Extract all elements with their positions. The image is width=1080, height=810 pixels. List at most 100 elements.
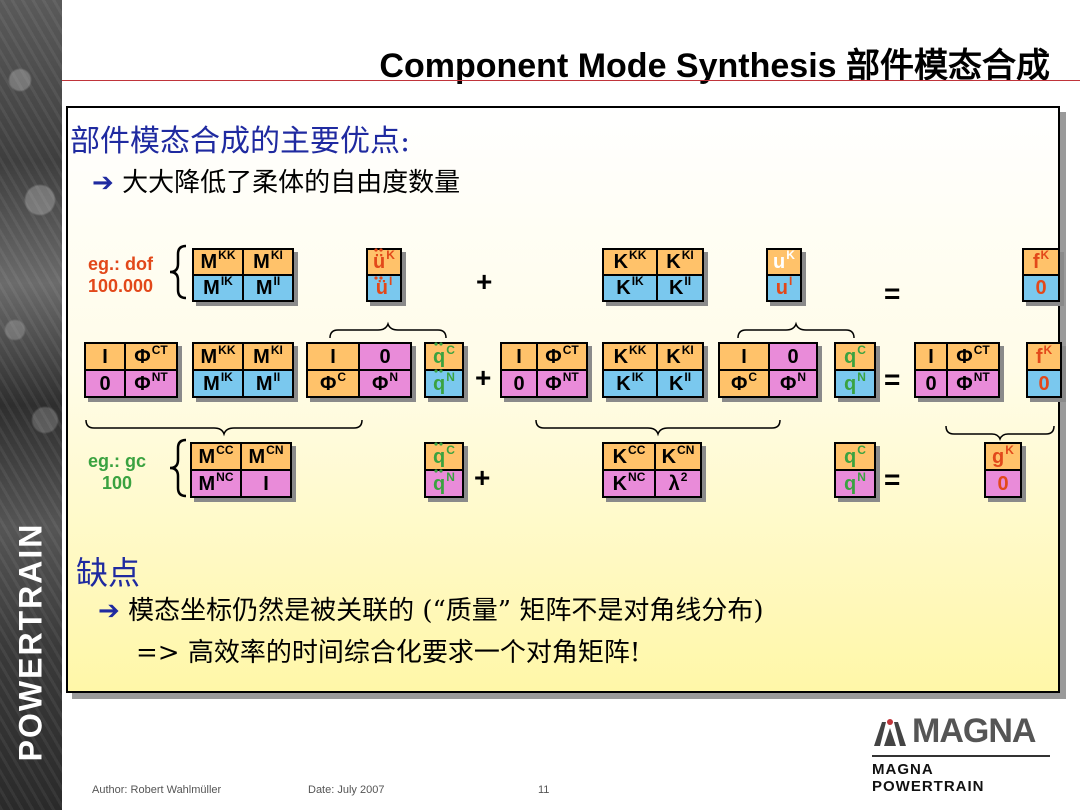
disadvantage-bullet: ➔ 模态坐标仍然是被关联的 (“质量” 矩阵不是对角线分布) (98, 590, 763, 627)
logo-divider (872, 755, 1050, 757)
equals-sign: = (884, 364, 901, 395)
disadvantage-conclusion: => 高效率的时间综合化要求一个对角矩阵! (136, 638, 641, 668)
logo-main-text: MAGNA (912, 712, 1036, 750)
matrix-cell: 0 (359, 343, 411, 370)
row3-label: eg.: gc 100 (88, 450, 146, 494)
plus-sign: + (475, 362, 492, 393)
footer-page-number: 11 (538, 784, 550, 796)
vector-cell: 0 (985, 470, 1021, 497)
matrix-cell: I (501, 343, 537, 370)
matrix-cell: 0 (769, 343, 817, 370)
content-panel (66, 106, 1060, 693)
arrow-icon: ➔ (92, 168, 114, 198)
footer-date: Date: July 2007 (308, 784, 385, 796)
magna-emblem-icon (874, 718, 906, 746)
row3-label-line1: eg.: gc (88, 451, 147, 471)
advantage-text: 大大降低了柔体的自由度数量 (122, 168, 461, 198)
sidebar-decoration: POWERTRAIN (0, 0, 62, 810)
row3-label-line2: 100 (101, 473, 133, 493)
sidebar-brand: POWERTRAIN (12, 522, 49, 762)
logo-subtitle: MAGNA POWERTRAIN (872, 761, 985, 795)
equals-sign: = (884, 278, 901, 309)
matrix-cell: I (85, 343, 125, 370)
matrix-cell: 0 (85, 370, 125, 397)
disadvantages-heading: 缺点 (76, 554, 141, 592)
matrix-cell: I (915, 343, 947, 370)
equals-sign: = (884, 464, 901, 495)
page-title: Component Mode Synthesis 部件模态合成 (379, 47, 1050, 85)
arrow-icon: ➔ (98, 596, 120, 626)
plus-sign: + (474, 462, 491, 493)
footer-author: Author: Robert Wahlmüller (92, 784, 222, 796)
advantage-bullet: ➔ 大大降低了柔体的自由度数量 (92, 162, 460, 199)
advantages-heading: 部件模态合成的主要优点: (70, 124, 411, 159)
title-divider (62, 80, 1080, 81)
plus-sign: + (476, 266, 493, 297)
logo-wordmark: MAGNA (872, 712, 1050, 751)
row1-label-line1: eg.: dof (88, 254, 154, 274)
vector-cell: 0 (1023, 275, 1059, 301)
matrix-cell: I (307, 343, 359, 370)
matrix-cell: 0 (501, 370, 537, 397)
row1-label-line2: 100.000 (88, 276, 154, 296)
